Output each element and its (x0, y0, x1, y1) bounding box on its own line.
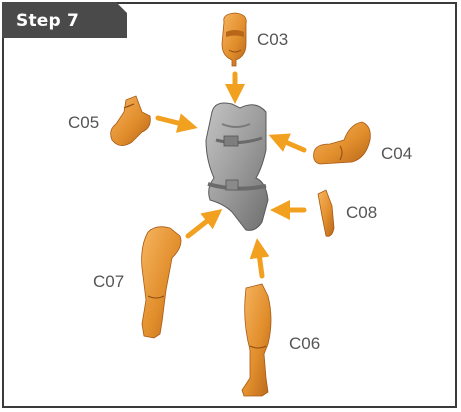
label-holster: C08 (346, 203, 377, 223)
head-part (222, 13, 246, 66)
arrow-right-leg-to-torso (258, 246, 262, 276)
arrow-left-leg-to-torso (188, 214, 216, 236)
left-arm-part (111, 96, 151, 146)
holster-part (318, 190, 334, 236)
right-arm-part (314, 122, 371, 164)
label-right-leg: C06 (289, 334, 320, 354)
label-head: C03 (257, 30, 288, 50)
label-left-arm: C05 (68, 113, 99, 133)
torso-part (206, 103, 268, 230)
left-leg-part (142, 227, 181, 338)
arrow-right-arm-to-torso (276, 138, 304, 150)
right-leg-part (242, 284, 271, 396)
label-right-arm: C04 (381, 144, 412, 164)
arrow-left-arm-to-torso (158, 118, 190, 126)
label-left-leg: C07 (93, 272, 124, 292)
